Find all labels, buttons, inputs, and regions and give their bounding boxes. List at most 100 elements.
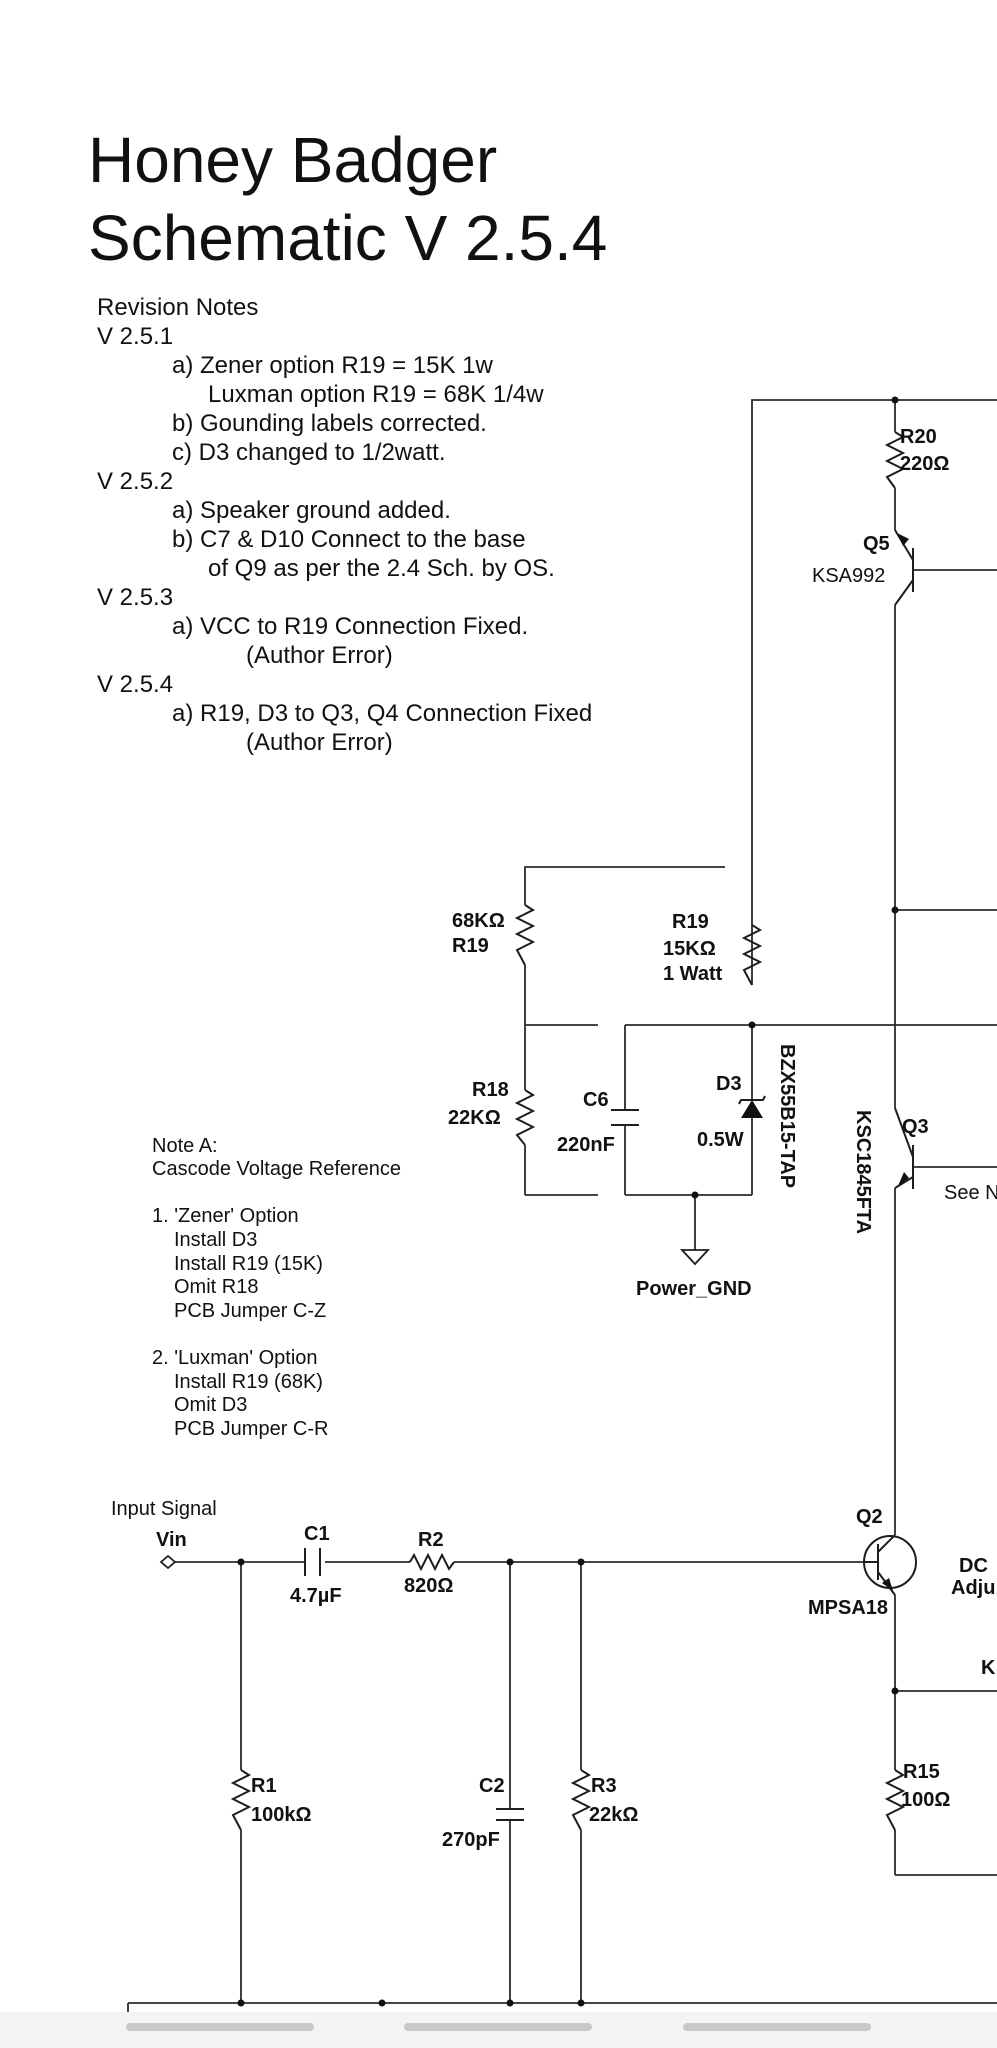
r19-power-label: 1 Watt [663,963,723,985]
see-note-label: See N [944,1182,997,1204]
c2-capacitor-symbol [496,1808,524,1821]
input-terminal-symbol [159,1554,177,1570]
bottom-scroll-bar [0,2012,997,2048]
c6-value-label: 220nF [557,1134,615,1156]
r19-resistor-symbol [741,924,763,986]
junction-dot [748,1021,756,1029]
r20-value-label: 220Ω [900,453,949,475]
wire [751,399,997,985]
q3-part-label: KSC1845FTA [852,1110,874,1234]
power-gnd-label: Power_GND [636,1278,752,1300]
note-a-line: Install R19 (15K) [174,1253,323,1275]
note-a-line: Omit R18 [174,1276,258,1298]
title-line-2: Schematic V 2.5.4 [88,202,607,274]
junction-dot [577,1558,585,1566]
c2-value-label: 270pF [442,1829,500,1851]
r1-value-label: 100kΩ [251,1804,312,1826]
page-indicator[interactable] [683,2023,871,2031]
revision-note-line: c) D3 changed to 1/2watt. [172,439,446,466]
r2-resistor-symbol [409,1552,455,1572]
revision-note-line: a) Zener option R19 = 15K 1w [172,352,494,379]
note-a-line: 1. 'Zener' Option [152,1205,299,1227]
dc-label: DC [959,1555,988,1577]
revision-note-line: b) C7 & D10 Connect to the base [172,526,526,553]
r1-resistor-symbol [230,1769,252,1831]
note-a-line: Omit D3 [174,1394,247,1416]
q5-ref-label: Q5 [863,533,890,555]
r1-ref-label: R1 [251,1775,277,1797]
r15-resistor-symbol [884,1769,906,1831]
r19-luxman-value-label: 68KΩ [452,910,505,932]
c6-capacitor-symbol [611,1109,639,1126]
k-label: K [981,1657,996,1679]
note-a-line: PCB Jumper C-R [174,1418,328,1440]
junction-dot [577,1999,585,2007]
junction-dot [891,396,899,404]
note-a-line: 2. 'Luxman' Option [152,1347,318,1369]
q5-part-label: KSA992 [812,565,885,587]
revision-note-line: V 2.5.4 [97,671,173,698]
note-a: Note A: Cascode Voltage Reference 1. 'Ze… [152,1135,401,1440]
component-labels: R20 220Ω Q5 KSA992 68KΩ R19 R19 15KΩ 1 W… [111,426,997,1851]
junction-dot [891,1687,899,1695]
note-a-line: Install R19 (68K) [174,1371,323,1393]
junction-dot [237,1558,245,1566]
r2-value-label: 820Ω [404,1575,453,1597]
revision-note-line: a) R19, D3 to Q3, Q4 Connection Fixed [172,700,592,727]
c6-ref-label: C6 [583,1089,609,1111]
wire [524,866,725,905]
q3-transistor-symbol [894,1107,914,1189]
note-a-line: Install D3 [174,1229,257,1251]
page-indicator[interactable] [126,2023,314,2031]
revision-note-line: V 2.5.1 [97,323,173,350]
c1-value-label: 4.7µF [290,1585,342,1607]
d3-zener-symbol [738,1095,766,1118]
junctions [237,396,899,2007]
c1-ref-label: C1 [304,1523,330,1545]
r18-ref-label: R18 [472,1079,509,1101]
title-line-1: Honey Badger [88,124,497,196]
junction-dot [506,1999,514,2007]
r19-luxman-ref-label: R19 [452,935,489,957]
revision-notes: Revision Notes V 2.5.1 a) Zener option R… [97,294,592,756]
page-indicator[interactable] [404,2023,592,2031]
r2-ref-label: R2 [418,1529,444,1551]
junction-dot [237,1999,245,2007]
q2-ref-label: Q2 [856,1506,883,1528]
junction-dot [378,1999,386,2007]
q5-transistor-symbol [894,529,914,606]
r3-ref-label: R3 [591,1775,617,1797]
r18-value-label: 22KΩ [448,1107,501,1129]
ground-symbol [679,1249,711,1266]
revision-note-line: of Q9 as per the 2.4 Sch. by OS. [208,555,555,582]
revision-note-line: (Author Error) [246,642,393,669]
d3-ref-label: D3 [716,1073,742,1095]
revision-note-line: (Author Error) [246,729,393,756]
junction-dot [891,906,899,914]
q2-transistor-symbol [863,1534,917,1596]
d3-power-label: 0.5W [697,1129,744,1151]
r20-resistor-symbol [884,431,906,489]
r20-ref-label: R20 [900,426,937,448]
vin-label: Vin [156,1529,187,1551]
note-a-line: Cascode Voltage Reference [152,1158,401,1180]
revision-note-line: a) VCC to R19 Connection Fixed. [172,613,528,640]
junction-dot [506,1558,514,1566]
r19-luxman-resistor-symbol [514,904,536,966]
note-a-line: Note A: [152,1135,218,1157]
r3-resistor-symbol [570,1769,592,1831]
wires [127,399,997,2012]
revision-note-line: Luxman option R19 = 68K 1/4w [208,381,544,408]
note-a-line: PCB Jumper C-Z [174,1300,326,1322]
r15-value-label: 100Ω [901,1789,950,1811]
adj-label: Adju [951,1577,995,1599]
revision-note-line: V 2.5.3 [97,584,173,611]
c1-capacitor-symbol [304,1548,321,1576]
r19-value-label: 15KΩ [663,938,716,960]
q2-part-label: MPSA18 [808,1597,888,1619]
revision-note-line: a) Speaker ground added. [172,497,451,524]
d3-part-label: BZX55B15-TAP [776,1044,798,1188]
q3-ref-label: Q3 [902,1116,929,1138]
junction-dot [691,1191,699,1199]
